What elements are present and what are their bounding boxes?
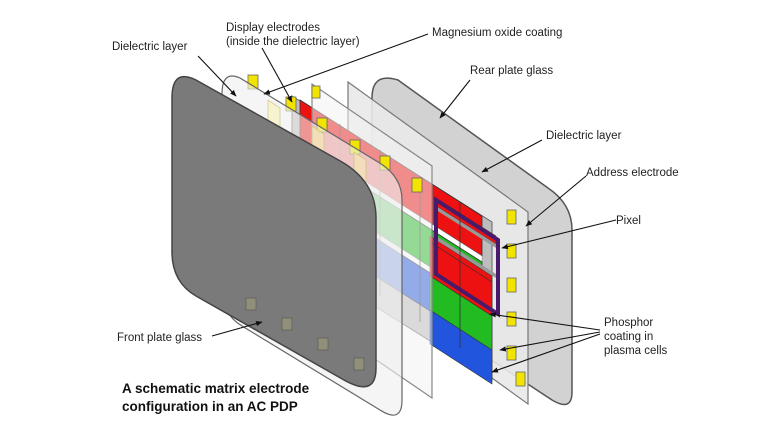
address-electrode-strip <box>506 311 517 327</box>
front-glass-electrode-ends <box>245 297 365 371</box>
pixel-outline <box>434 196 500 318</box>
label-dielectric-layer-rear: Dielectric layer <box>546 130 622 142</box>
label-address-electrode: Address electrode <box>586 167 679 179</box>
label-front-plate-glass: Front plate glass <box>117 332 202 344</box>
address-electrodes <box>506 209 526 387</box>
label-pixel: Pixel <box>616 215 641 227</box>
label-dielectric-layer-front: Dielectric layer <box>112 41 188 53</box>
front-plate-glass <box>171 75 377 388</box>
label-display-electrodes-sub: (inside the dielectric layer) <box>226 36 360 48</box>
label-magnesium-oxide: Magnesium oxide coating <box>432 27 562 39</box>
label-phosphor-2: coating in <box>604 331 653 343</box>
address-electrode-strip <box>515 371 526 387</box>
caption-line-2: configuration in an AC PDP <box>122 399 298 414</box>
display-electrode-strip <box>411 177 423 193</box>
address-electrode-strip <box>506 345 517 361</box>
label-display-electrodes: Display electrodes <box>226 22 320 34</box>
address-electrode-strip <box>506 277 517 293</box>
caption-line-1: A schematic matrix electrode <box>122 381 310 396</box>
address-electrode-strip <box>506 209 517 225</box>
address-electrode-strip <box>506 243 517 259</box>
label-phosphor-3: plasma cells <box>604 345 668 357</box>
label-phosphor-1: Phosphor <box>604 317 653 329</box>
leader-lines <box>197 33 617 373</box>
display-electrode-strip <box>311 85 321 99</box>
label-rear-plate-glass: Rear plate glass <box>470 65 553 77</box>
